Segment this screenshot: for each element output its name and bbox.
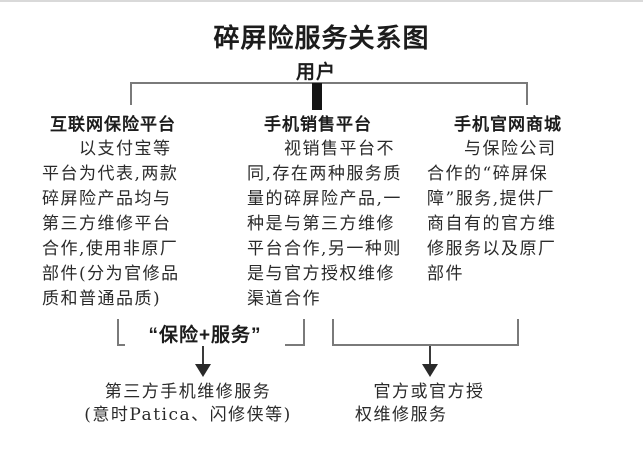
arrow-right-stem: [429, 346, 431, 366]
connector-tick-right: [526, 82, 528, 105]
result-official-repair: 官方或官方授 权维修服务: [355, 382, 485, 425]
bracket-left-label: “保险+服务”: [125, 320, 285, 347]
arrow-left-head-icon: [195, 364, 211, 377]
bracket-left-tick-left: [117, 319, 119, 346]
bracket-right-tick-left: [332, 319, 334, 346]
connector-tick-left: [130, 82, 132, 105]
connector-top-line: [130, 82, 528, 84]
column-official-mall-heading: 手机官网商城: [454, 115, 562, 134]
connector-trunk-bar: [312, 83, 322, 110]
column-internet-insurance-heading: 互联网保险平台: [50, 115, 176, 134]
column-phone-sales-body: 视销售平台不 同,存在两种服务质 量的碎屏险产品,一 种是与第三方维修 平台合作…: [247, 139, 402, 309]
bracket-right-tick-right: [517, 319, 519, 346]
arrow-right-head-icon: [422, 364, 438, 377]
bracket-right-line: [332, 344, 519, 346]
node-user: 用户: [295, 62, 336, 83]
result-third-party-repair: 第三方手机维修服务 (意时Patica、闪修侠等): [84, 382, 292, 425]
arrow-left-stem: [202, 346, 204, 366]
page-title: 碎屏险服务关系图: [213, 23, 430, 53]
bracket-left-tick-right: [303, 319, 305, 346]
column-internet-insurance-body: 以支付宝等 平台为代表,两款 碎屏险产品均与 第三方维修平台 合作,使用非原厂 …: [42, 139, 180, 309]
column-official-mall-body: 与保险公司 合作的“碎屏保 障”服务,提供厂 商自有的官方维 修服务以及原厂 部…: [427, 139, 557, 284]
column-phone-sales-heading: 手机销售平台: [264, 115, 372, 134]
